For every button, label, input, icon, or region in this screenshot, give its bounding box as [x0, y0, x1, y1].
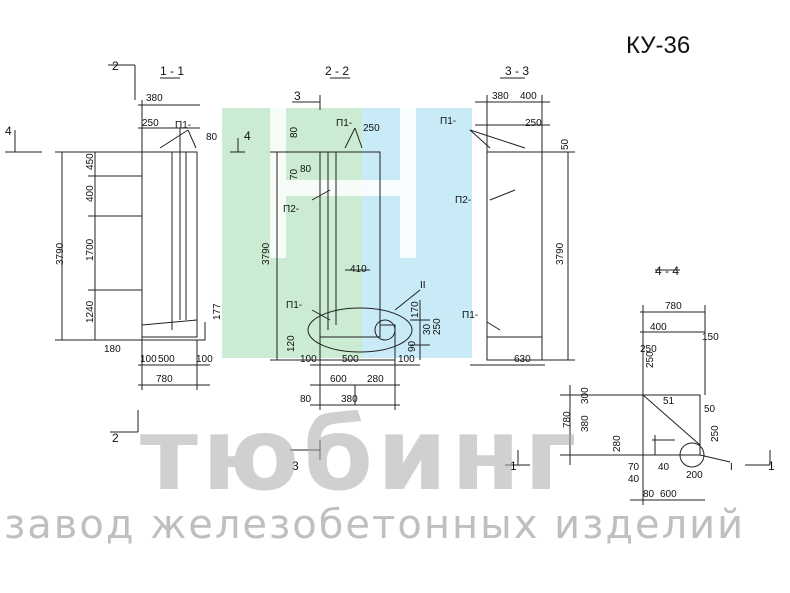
section-title: 3 - 3 — [505, 64, 529, 78]
view-3-3 — [469, 77, 575, 366]
dim-label: 280 — [612, 435, 623, 452]
dim-label: 100 — [398, 354, 415, 365]
dim-label: 600 — [330, 374, 347, 385]
dim-label: 40 — [628, 474, 640, 485]
cut-mark-label: 2 — [112, 431, 119, 445]
dim-label: 70 — [628, 462, 640, 473]
dim-label: 400 — [520, 91, 537, 102]
section-title: 1 - 1 — [160, 64, 184, 78]
dim-label: 400 — [650, 322, 667, 333]
detail-i-marker — [679, 442, 705, 468]
cut-mark-label: 2 — [112, 59, 119, 73]
cut-mark-label: 4 — [5, 124, 12, 138]
dim-label: 100 — [196, 354, 213, 365]
section-title: 2 - 2 — [325, 64, 349, 78]
logo-green-block — [222, 108, 362, 358]
dim-label: 50 — [560, 138, 571, 150]
callout-label: I — [730, 462, 733, 473]
dim-label: 250 — [142, 118, 159, 129]
dim-label: 780 — [665, 301, 682, 312]
panel-outline — [141, 151, 198, 338]
dim-label: 177 — [212, 303, 223, 320]
section-title: 4 - 4 — [655, 264, 679, 278]
dim-label: 250 — [640, 344, 657, 355]
callouts: П1- П1- П1- П1- П1- П2- П2- II I — [175, 116, 733, 473]
dim-label: 3790 — [261, 242, 272, 265]
logo-watermark — [222, 108, 472, 358]
view-2-2 — [270, 77, 430, 460]
dim-label: 80 — [643, 489, 655, 500]
callout-label: II — [420, 280, 426, 291]
view-4-4 — [505, 269, 771, 505]
panel-outline — [486, 151, 543, 338]
logo-white-bar — [286, 180, 400, 196]
dim-label: 100 — [300, 354, 317, 365]
cut-mark-label: 3 — [292, 459, 299, 473]
dim-label: 3790 — [555, 242, 566, 265]
dim-label: 380 — [341, 394, 358, 405]
section-titles: 1 - 1 2 - 2 3 - 3 4 - 4 — [160, 64, 679, 278]
callout-label: П1- — [462, 310, 478, 321]
dim-label: 70 — [289, 168, 300, 180]
dim-label: 300 — [580, 387, 591, 404]
dim-label: 1240 — [85, 300, 96, 323]
cut-mark-label: 1 — [510, 459, 517, 473]
logo-white-gap — [270, 108, 286, 258]
dim-label: 1700 — [85, 238, 96, 261]
dim-label: 3790 — [55, 242, 66, 265]
dim-label: 380 — [580, 415, 591, 432]
view-1-1 — [5, 64, 245, 433]
dim-label: 180 — [104, 344, 121, 355]
watermark-company-subtitle: завод железобетонных изделий — [4, 502, 746, 548]
dim-label: 80 — [289, 126, 300, 138]
dim-label: 250 — [525, 118, 542, 129]
dim-label: 500 — [342, 354, 359, 365]
callout-label: П2- — [455, 195, 471, 206]
dim-label: 630 — [514, 354, 531, 365]
dim-label: 51 — [663, 396, 675, 407]
dim-label: 410 — [350, 264, 367, 275]
watermark-company-name: тюбинг — [140, 396, 581, 513]
dim-label: 250 — [645, 351, 656, 368]
dim-label: 780 — [156, 374, 173, 385]
dim-label: 500 — [158, 354, 175, 365]
logo-white-gap — [400, 108, 416, 258]
dim-label: 400 — [85, 185, 96, 202]
dim-label: 200 — [686, 470, 703, 481]
cut-mark-label: 4 — [244, 129, 251, 143]
dim-label: 30 — [422, 323, 433, 335]
dim-label: 100 — [140, 354, 157, 365]
callout-label: П1- — [440, 116, 456, 127]
dimension-labels: 380 250 80 450 400 1700 1240 3790 180 10… — [55, 91, 721, 500]
dim-label: 450 — [85, 153, 96, 170]
document-code: КУ-36 — [626, 32, 691, 59]
callout-label: П1- — [286, 300, 302, 311]
dim-label: 90 — [407, 340, 418, 352]
dim-label: 170 — [410, 301, 421, 318]
callout-label: П1- — [336, 118, 352, 129]
dim-label: 40 — [658, 462, 670, 473]
dim-label: 150 — [702, 332, 719, 343]
cut-mark-label: 1 — [768, 459, 775, 473]
dim-label: 250 — [363, 123, 380, 134]
panel-outline — [319, 151, 381, 338]
dim-label: 120 — [286, 335, 297, 352]
dim-label: 600 — [660, 489, 677, 500]
callout-label: П1- — [175, 120, 191, 131]
dim-label: 780 — [562, 411, 573, 428]
dim-label: 50 — [704, 404, 716, 415]
detail-ii-marker — [307, 307, 413, 353]
dim-label: 80 — [206, 132, 218, 143]
cut-mark-label: 3 — [294, 89, 301, 103]
dim-label: 380 — [146, 93, 163, 104]
dim-label: 380 — [492, 91, 509, 102]
dim-label: 80 — [300, 164, 312, 175]
dim-label: 250 — [432, 318, 443, 335]
dim-label: 280 — [367, 374, 384, 385]
dim-label: 80 — [300, 394, 312, 405]
dim-label: 250 — [710, 425, 721, 442]
callout-label: П2- — [283, 204, 299, 215]
cut-marks: 2 4 4 3 3 2 1 1 — [5, 59, 775, 473]
